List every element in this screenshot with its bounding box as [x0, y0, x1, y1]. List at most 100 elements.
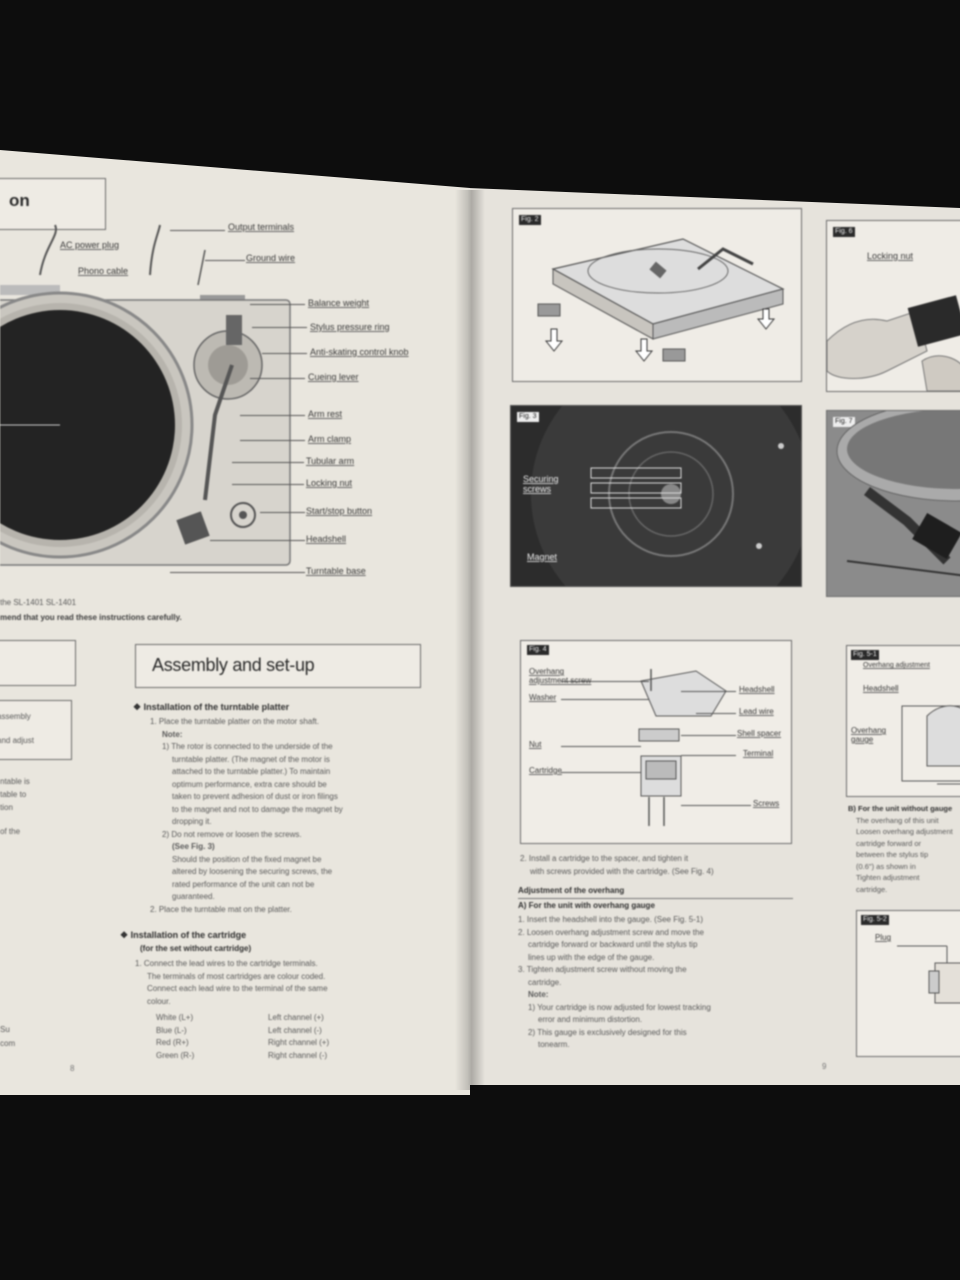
fig5b-label-plug: Plug: [875, 933, 892, 942]
fig4-label-cartridge: Cartridge: [529, 766, 562, 775]
fragment-adjust: and adjust: [0, 736, 34, 745]
overhang-line: tonearm.: [538, 1040, 570, 1049]
overhang-line: error and minimum distortion.: [538, 1015, 643, 1024]
cartridge-heading: ❖ Installation of the cartridge: [120, 930, 247, 940]
platter-line: altered by loosening the securing screws…: [172, 867, 333, 876]
label-locking-nut: Locking nut: [306, 478, 353, 488]
fig4-label-screws: Screws: [753, 799, 780, 808]
label-anti-skating-knob: Anti-skating control knob: [310, 347, 409, 357]
wire-row: Blue (L-)Left channel (-): [156, 1025, 329, 1038]
fig5b-box: Fig. 5-2 Plug: [856, 910, 960, 1057]
fig4-tag: Fig. 4: [527, 645, 549, 655]
section-title: on: [9, 191, 30, 210]
right-page-number: 9: [822, 1062, 827, 1071]
platter-line: dropping it.: [172, 817, 212, 826]
partial-title-box: [0, 640, 76, 686]
label-phono-cable: Phono cable: [78, 266, 129, 276]
fig4-label-nut: Nut: [529, 740, 542, 749]
label-arm-rest: Arm rest: [308, 409, 343, 419]
label-arm-clamp: Arm clamp: [308, 434, 352, 444]
platter-text: 1. Place the turntable platter on the mo…: [150, 716, 343, 916]
fig4-box: Fig. 4 Overhang adjustment screw Washer …: [520, 640, 792, 844]
fig5-label-overhang-gauge: Overhang gauge: [851, 726, 887, 744]
label-start-stop-button: Start/stop button: [306, 506, 373, 516]
left-page-number: 8: [70, 1064, 75, 1073]
overhang-line: 2) This gauge is exclusively designed fo…: [528, 1027, 687, 1037]
fig6-box: Fig. 6 Locking nut: [826, 220, 960, 392]
platter-line: 2) Do not remove or loosen the screws.: [162, 829, 302, 839]
fig4-label-headshell: Headshell: [739, 685, 775, 694]
cartridge-line: The terminals of most cartridges are col…: [147, 971, 326, 981]
label-output-terminals: Output terminals: [228, 222, 295, 232]
fig6-tag: Fig. 6: [833, 227, 855, 237]
right-col-line: (0.6") as shown in: [856, 861, 916, 871]
model-line: the SL-1401 SL-1401: [0, 598, 77, 607]
partial-note-box: assembly and adjust: [0, 700, 72, 760]
overhang-line: 1. Insert the headshell into the gauge. …: [518, 915, 704, 924]
right-col-line: Tighten adjustment: [856, 873, 920, 882]
fragment-table-to: table to: [0, 790, 27, 799]
fig5-label-headshell: Headshell: [863, 684, 899, 693]
wire-channel: Right channel (+): [268, 1038, 330, 1047]
right-col-line: cartridge forward or: [856, 838, 922, 848]
label-ground-wire: Ground wire: [246, 253, 296, 263]
section-title-box: on: [0, 178, 106, 230]
platter-line: attached to the turntable platter.) To m…: [172, 767, 331, 776]
fig4-label-lead-wire: Lead wire: [739, 707, 774, 716]
overhang-heading: Adjustment of the overhang: [518, 886, 625, 895]
fig6-illustration: [827, 295, 960, 391]
wire-color: Green (R-): [156, 1050, 195, 1060]
wire-row: Green (R-)Right channel (-): [156, 1050, 329, 1063]
platter-line: (See Fig. 3): [172, 842, 215, 851]
fig4-label-washer: Washer: [529, 693, 557, 702]
platter-heading-text: Installation of the turntable platter: [143, 702, 290, 712]
intro-line: mend that you read these instructions ca…: [0, 613, 182, 622]
platter-line: 1. Place the turntable platter on the mo…: [150, 717, 319, 726]
fig3-illustration: [531, 406, 801, 586]
assembly-title-box: Assembly and set-up: [135, 644, 421, 688]
overhang-line: 1) Your cartridge is now adjusted for lo…: [528, 1002, 711, 1012]
right-col-text: B) For the unit without gauge The overha…: [848, 803, 953, 895]
fragment-tion: tion: [0, 803, 13, 812]
install-line: 2. Install a cartridge to the spacer, an…: [520, 854, 689, 863]
overhang-subheading: A) For the unit with overhang gauge: [518, 901, 655, 910]
label-ac-power-plug: AC power plug: [60, 240, 120, 250]
fig2-box: Fig. 2: [512, 208, 802, 382]
platter-line: to the magnet and not to damage the magn…: [172, 804, 343, 814]
label-turntable-base: Turntable base: [306, 566, 366, 576]
overhang-line: 2. Loosen overhang adjustment screw and …: [518, 927, 704, 937]
cartridge-line: Connect each lead wire to the terminal o…: [147, 984, 328, 993]
fig3-box: Fig. 3 Securing screws Magnet: [510, 405, 802, 587]
right-col-line: cartridge.: [856, 884, 888, 894]
gutter-shadow: [455, 190, 485, 1090]
platter-line: rated performance of the unit can not be: [172, 879, 315, 889]
right-col-line: B) For the unit without gauge: [848, 804, 953, 813]
fragment-su: Su: [0, 1025, 10, 1034]
fig4-label-shell-spacer: Shell spacer: [737, 729, 782, 738]
fragment-assembly: assembly: [0, 712, 31, 721]
wire-channel: Left channel (+): [268, 1013, 324, 1022]
label-cueing-lever: Cueing lever: [308, 372, 359, 382]
fragment-of-the: of the: [0, 827, 21, 836]
install-line: with screws provided with the cartridge.…: [530, 866, 714, 876]
fig7-box: Fig. 7: [826, 410, 960, 597]
wire-row: Red (R+)Right channel (+): [156, 1037, 329, 1050]
right-col-line: Loosen overhang adjustment: [856, 827, 953, 836]
fig5b-illustration: [897, 945, 960, 1004]
fig5-illustration: [901, 705, 960, 785]
label-headshell: Headshell: [306, 534, 347, 544]
fig7-illustration: [836, 411, 960, 577]
fig3-tag: Fig. 3: [517, 412, 539, 422]
right-col-line: The overhang of this unit: [856, 815, 939, 825]
platter-line: guaranteed.: [172, 892, 215, 901]
fragment-ntable: ntable is: [0, 777, 30, 786]
platter-line: 2. Place the turntable mat on the platte…: [150, 904, 292, 914]
fig3-label-securing-screws: Securing screws: [523, 474, 559, 494]
fig4-label-overhang-screw: Overhang adjustment screw: [529, 667, 592, 685]
cartridge-line: 1. Connect the lead wires to the cartrid…: [135, 959, 318, 968]
cartridge-text: 1. Connect the lead wires to the cartrid…: [135, 958, 328, 1008]
overhang-line: Note:: [528, 990, 549, 999]
fig2-tag: Fig. 2: [519, 215, 541, 225]
fig7-tag: Fig. 7: [833, 417, 855, 427]
